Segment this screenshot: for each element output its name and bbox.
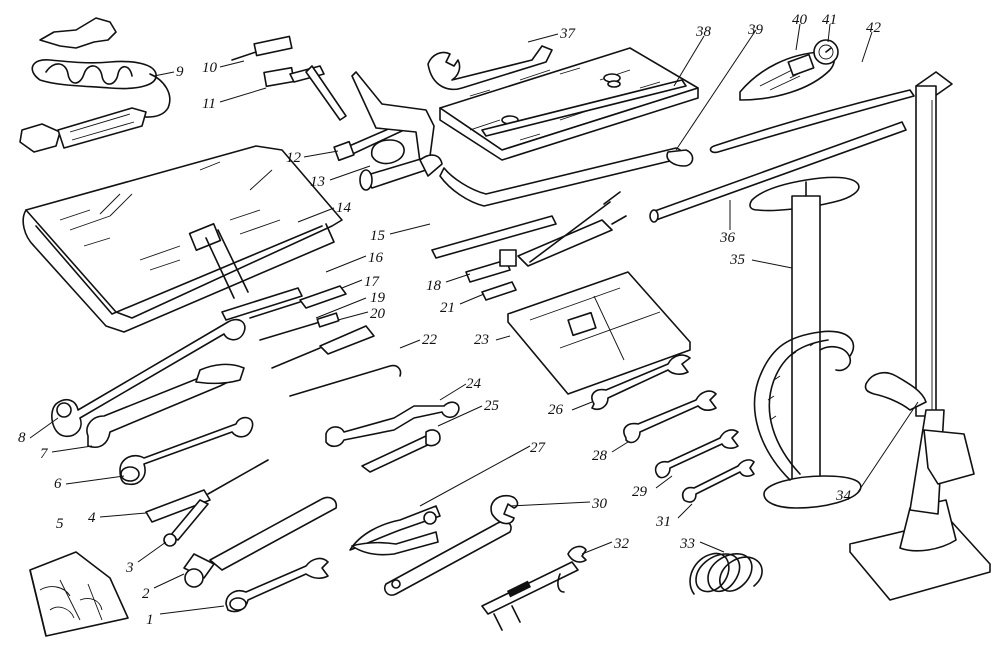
label-16: 16 (368, 250, 384, 266)
item-21-grease-gun (481, 191, 627, 301)
label-21: 21 (440, 300, 455, 316)
label-22: 22 (422, 332, 438, 348)
label-28: 28 (592, 448, 608, 464)
item-13-wheel-brace (351, 71, 443, 191)
item-9-inspection-lamp (19, 17, 171, 153)
label-2: 2 (142, 586, 150, 602)
item-3-file (163, 499, 209, 547)
label-19: 19 (370, 290, 386, 306)
item-27-pliers (349, 505, 441, 556)
label-40: 40 (792, 12, 808, 28)
label-10: 10 (202, 60, 218, 76)
item-39-tyre-lever (666, 149, 694, 167)
item-37-hook-spanner (427, 45, 553, 91)
item-31-open-spanner (681, 459, 755, 503)
label-32: 32 (613, 536, 630, 552)
label-37: 37 (559, 26, 577, 42)
item-7-open-spanner (86, 363, 245, 448)
item-6-double-ring-spanner (119, 416, 254, 486)
label-14: 14 (336, 200, 352, 216)
label-12: 12 (286, 150, 302, 166)
item-8-ring-spanner (51, 318, 246, 438)
label-9: 9 (176, 64, 184, 80)
item-2-hammer (183, 496, 338, 588)
label-4: 4 (88, 510, 96, 526)
label-26: 26 (548, 402, 564, 418)
item-30-adjustable-wrench (383, 494, 519, 596)
label-30: 30 (591, 496, 608, 512)
item-10-socket (231, 35, 293, 61)
item-1-combination-spanner (225, 557, 329, 613)
item-19-screwdriver-thin (259, 312, 340, 341)
item-32-multi-tool (481, 545, 587, 631)
label-35: 35 (729, 252, 746, 268)
label-5: 5 (56, 516, 64, 532)
item-22-hook-rod (289, 364, 402, 397)
label-36: 36 (719, 230, 736, 246)
label-25: 25 (484, 398, 500, 414)
item-34-jack (849, 71, 991, 601)
item-36-rod (649, 121, 907, 223)
item-24-ring-spanner (325, 401, 460, 448)
item-15-hand-guard (431, 215, 557, 259)
item-17-screwdriver (249, 285, 347, 319)
item-28-open-spanner (623, 390, 717, 444)
label-1: 1 (146, 612, 154, 628)
label-8: 8 (18, 430, 26, 446)
label-39: 39 (747, 22, 764, 38)
item-20-screwdriver-large (271, 325, 375, 369)
item-25-double-ring-spanner (361, 429, 441, 473)
item-14-tool-bag (22, 145, 343, 333)
label-15: 15 (370, 228, 386, 244)
label-23: 23 (474, 332, 489, 348)
item-26-open-spanner (591, 354, 691, 411)
label-20: 20 (370, 306, 386, 322)
item-4-screwdriver (145, 459, 269, 523)
label-3: 3 (125, 560, 134, 576)
label-24: 24 (466, 376, 482, 392)
item-41-pressure-gauge (813, 39, 839, 65)
item-16-punch (221, 287, 303, 321)
item-18-grease-nipple (465, 249, 517, 283)
label-18: 18 (426, 278, 442, 294)
label-42: 42 (866, 20, 882, 36)
label-13: 13 (310, 174, 325, 190)
label-31: 31 (655, 514, 671, 530)
item-35-tyre-pump (749, 176, 862, 509)
label-33: 33 (679, 536, 695, 552)
item-11-t-wrench (263, 65, 347, 121)
item-33-spring (689, 552, 763, 595)
item-5-wheel-chock (29, 551, 129, 637)
label-6: 6 (54, 476, 62, 492)
label-38: 38 (695, 24, 712, 40)
label-41: 41 (822, 12, 837, 28)
number-labels: 1 2 3 4 5 6 7 8 9 10 11 12 13 14 15 16 1… (18, 12, 882, 628)
label-7: 7 (40, 446, 49, 462)
item-23-document-folder (507, 271, 691, 395)
item-29-open-spanner (654, 429, 739, 479)
label-29: 29 (632, 484, 648, 500)
label-34: 34 (835, 488, 852, 504)
label-17: 17 (364, 274, 381, 290)
label-11: 11 (202, 96, 216, 112)
item-42-blade (709, 89, 915, 154)
label-27: 27 (530, 440, 547, 456)
leader-lines (29, 23, 919, 615)
item-38-manual-board (439, 47, 699, 161)
